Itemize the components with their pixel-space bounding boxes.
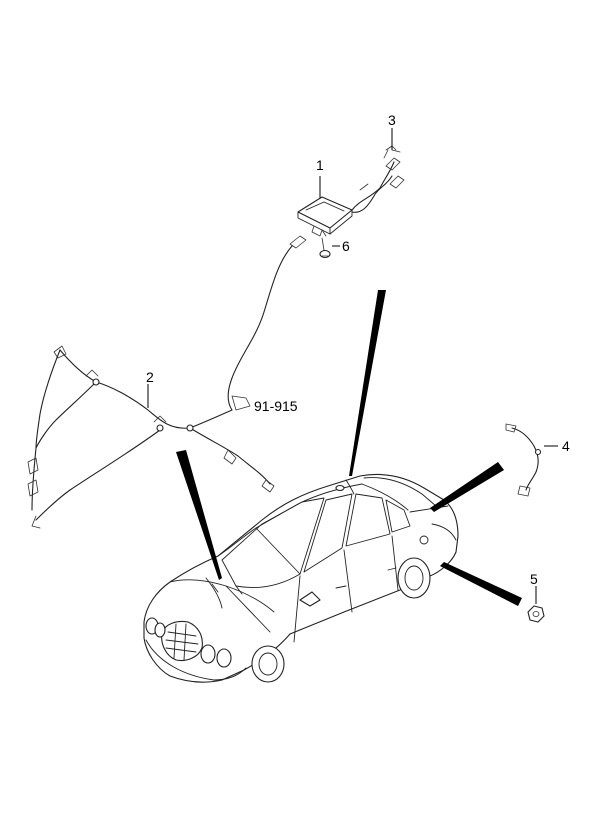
part-1-antenna-module [297,196,353,237]
callout-3: 3 [388,112,396,128]
sedan-car-illustration [143,473,459,683]
callout-6: 6 [342,238,350,254]
callout-5: 5 [530,571,538,587]
reference-callout-91-915: 91-915 [254,398,298,414]
callout-4: 4 [562,438,570,454]
location-leaders [176,290,522,606]
callout-1: 1 [316,157,324,173]
part-3-cable [351,145,405,213]
part-4-antenna-lead [505,423,542,497]
part-2-feeder-harness [27,235,307,529]
callout-2: 2 [146,369,154,385]
part-5-nut [527,605,545,623]
callout-leader-lines [147,128,558,604]
part-6-screw [319,237,331,259]
